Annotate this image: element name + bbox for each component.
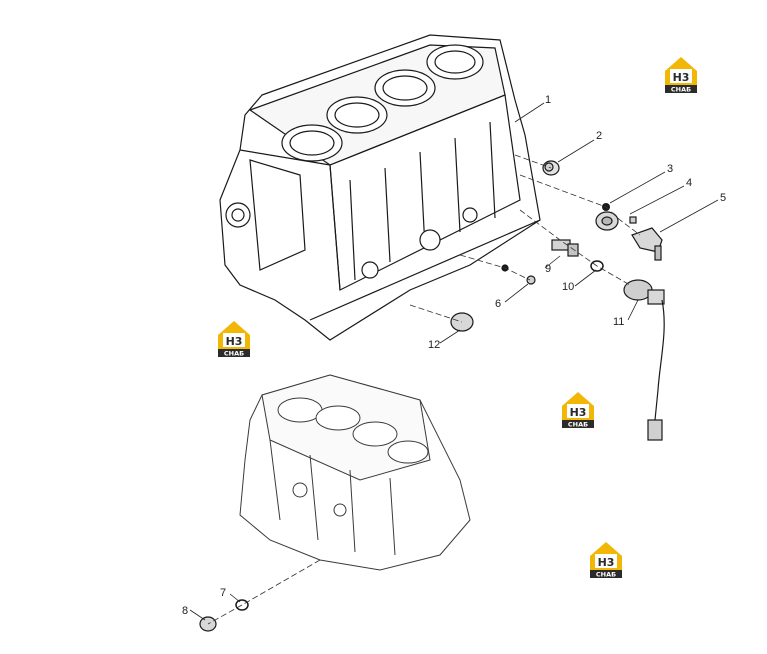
engine-block-main (219, 34, 541, 341)
logo-caption: СНАБ (568, 421, 588, 429)
callout-8: 8 (182, 605, 188, 617)
logo-letters: H3 (226, 335, 243, 348)
logo-letters: H3 (598, 556, 615, 569)
part-4-adapter (595, 211, 637, 231)
logo-caption: СНАБ (596, 571, 616, 579)
part-10-ring (590, 260, 604, 272)
callout-12: 12 (428, 339, 440, 351)
logo-middle-right: H3 СНАБ (562, 392, 594, 429)
callout-6: 6 (495, 298, 501, 310)
part-9-fitting (551, 239, 579, 257)
logo-letters: H3 (673, 71, 690, 84)
logo-left: H3 СНАБ (218, 321, 250, 358)
part-6-plug (501, 264, 536, 285)
logo-top-right: H3 СНАБ (665, 57, 697, 94)
callout-2: 2 (596, 130, 602, 142)
logo-letters: H3 (570, 406, 587, 419)
callout-5: 5 (720, 192, 726, 204)
callout-4: 4 (686, 177, 692, 189)
leader-lines (189, 102, 719, 621)
part-7-ring (235, 599, 249, 611)
callout-11: 11 (613, 316, 624, 328)
callout-3: 3 (667, 163, 673, 175)
callout-7: 7 (220, 587, 226, 599)
part-5-sensor (631, 227, 663, 261)
callout-1: 1 (545, 94, 551, 106)
logo-caption: СНАБ (671, 86, 691, 94)
part-11-pressure-switch (623, 279, 665, 441)
assembly-lines (207, 154, 641, 625)
engine-block-secondary (239, 374, 471, 571)
callout-10: 10 (562, 281, 574, 293)
logo-bottom-right: H3 СНАБ (590, 542, 622, 579)
callout-9: 9 (545, 263, 551, 275)
logo-caption: СНАБ (224, 350, 244, 358)
